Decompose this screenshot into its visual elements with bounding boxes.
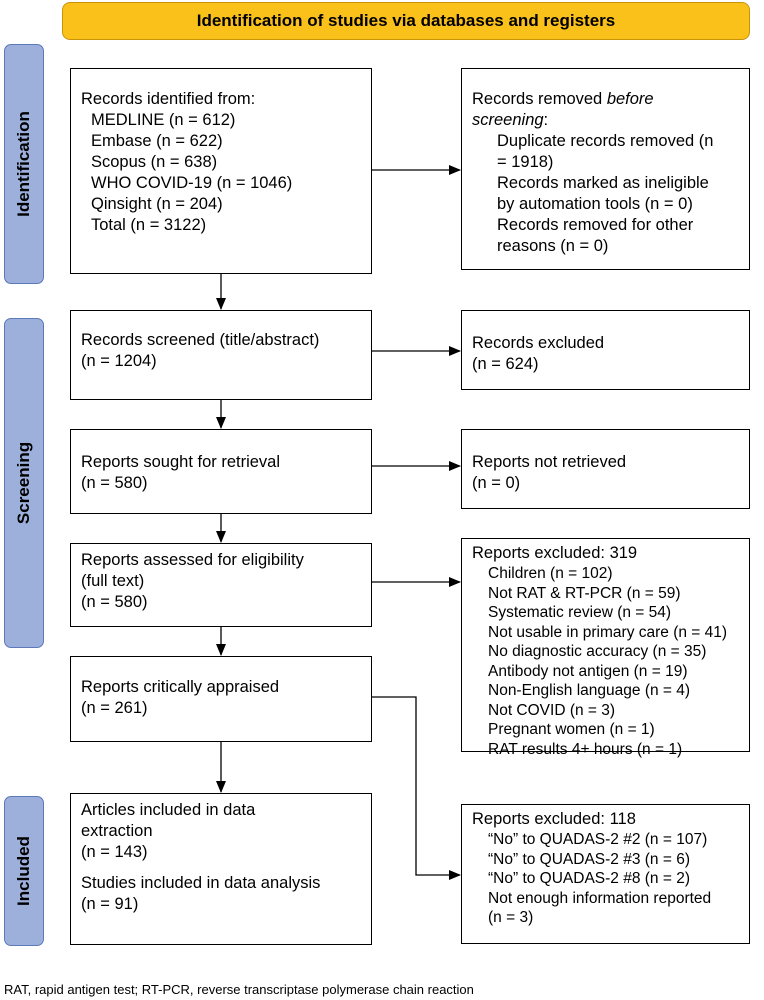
- records-screened-box: Records screened (title/abstract) (n = 1…: [70, 310, 372, 400]
- excluded-not-enough-info: Not enough information reported: [488, 889, 712, 907]
- arrow-appraised-to-excluded-quadas: [371, 696, 461, 880]
- removed-duplicates-cont: = 1918): [497, 153, 554, 171]
- reports-not-retrieved-text: Reports not retrieved: [472, 453, 627, 471]
- excluded-children: Children (n = 102): [488, 565, 613, 582]
- records-excluded-count: (n = 624): [472, 355, 539, 373]
- records-identified-heading: Records identified from:: [81, 90, 256, 108]
- records-excluded-box: Records excluded (n = 624): [461, 310, 750, 390]
- excluded-non-english: Non-English language (n = 4): [488, 682, 691, 699]
- excluded-antibody: Antibody not antigen (n = 19): [488, 662, 688, 680]
- excluded-quadas-8: “No” to QUADAS-2 #8 (n = 2): [488, 870, 690, 887]
- records-removed-box: Records removed before screening: Duplic…: [461, 68, 750, 270]
- reports-appraised-box: Reports critically appraised (n = 261): [70, 656, 372, 742]
- source-who-covid: WHO COVID-19 (n = 1046): [91, 174, 293, 192]
- excluded-quadas-3: “No” to QUADAS-2 #3 (n = 6): [488, 850, 690, 868]
- phase-included: Included: [4, 796, 44, 946]
- excluded-rat-4h: RAT results 4+ hours (n = 1): [488, 740, 683, 758]
- footnote: RAT, rapid antigen test; RT-PCR, reverse…: [4, 982, 474, 997]
- removed-ineligible: Records marked as ineligible: [497, 174, 709, 192]
- excluded-not-usable: Not usable in primary care (n = 41): [488, 623, 728, 641]
- records-screened-text: Records screened (title/abstract): [81, 331, 320, 349]
- studies-included-count: (n = 91): [81, 895, 139, 913]
- articles-included-text: Articles included in data: [81, 801, 256, 819]
- removed-duplicates: Duplicate records removed (n: [497, 132, 714, 150]
- source-medline: MEDLINE (n = 612): [91, 111, 236, 129]
- phase-identification: Identification: [4, 44, 44, 284]
- reports-assessed-subtext: (full text): [81, 572, 145, 590]
- phase-screening: Screening: [4, 318, 44, 648]
- source-scopus: Scopus (n = 638): [91, 153, 218, 171]
- source-qinsight: Qinsight (n = 204): [91, 195, 223, 213]
- records-excluded-text: Records excluded: [472, 334, 605, 352]
- reports-not-retrieved-box: Reports not retrieved (n = 0): [461, 429, 750, 509]
- source-embase: Embase (n = 622): [91, 132, 223, 150]
- studies-included-box: Articles included in data extraction (n …: [70, 793, 372, 945]
- reports-sought-count: (n = 580): [81, 474, 148, 492]
- records-removed-heading-line2: screening:: [472, 111, 549, 129]
- excluded-not-rat: Not RAT & RT-PCR (n = 59): [488, 584, 681, 602]
- removed-other: Records removed for other: [497, 216, 694, 234]
- included-spacer: [81, 863, 363, 873]
- records-removed-heading: Records removed before: [472, 90, 654, 108]
- reports-excluded-eligibility-heading: Reports excluded: 319: [472, 544, 638, 562]
- reports-assessed-count: (n = 580): [81, 593, 148, 611]
- excluded-no-accuracy: No diagnostic accuracy (n = 35): [488, 643, 707, 660]
- reports-assessed-box: Reports assessed for eligibility (full t…: [70, 543, 372, 627]
- reports-sought-text: Reports sought for retrieval: [81, 453, 281, 471]
- reports-appraised-count: (n = 261): [81, 699, 148, 717]
- reports-excluded-quadas-heading: Reports excluded: 118: [472, 810, 636, 828]
- banner-text: Identification of studies via databases …: [196, 11, 616, 30]
- removed-other-cont: reasons (n = 0): [497, 237, 609, 255]
- excluded-not-enough-info-count: (n = 3): [488, 909, 534, 926]
- studies-included-text: Studies included in data analysis: [81, 874, 321, 892]
- excluded-systematic-review: Systematic review (n = 54): [488, 604, 672, 621]
- source-total: Total (n = 3122): [91, 216, 207, 234]
- records-screened-count: (n = 1204): [81, 352, 157, 370]
- removed-ineligible-cont: by automation tools (n = 0): [497, 195, 693, 213]
- articles-included-count: (n = 143): [81, 843, 148, 861]
- reports-appraised-text: Reports critically appraised: [81, 678, 280, 696]
- excluded-pregnant: Pregnant women (n = 1): [488, 721, 655, 738]
- reports-not-retrieved-count: (n = 0): [472, 474, 521, 492]
- excluded-quadas-2: “No” to QUADAS-2 #2 (n = 107): [488, 831, 708, 848]
- reports-sought-box: Reports sought for retrieval (n = 580): [70, 429, 372, 514]
- diagram-title-banner: Identification of studies via databases …: [62, 2, 750, 40]
- reports-assessed-text: Reports assessed for eligibility: [81, 551, 304, 569]
- records-identified-box: Records identified from: MEDLINE (n = 61…: [70, 68, 372, 274]
- reports-excluded-eligibility-box: Reports excluded: 319 Children (n = 102)…: [461, 538, 750, 758]
- excluded-not-covid: Not COVID (n = 3): [488, 701, 616, 719]
- articles-included-text-cont: extraction: [81, 822, 153, 840]
- reports-excluded-quadas-box: Reports excluded: 118 “No” to QUADAS-2 #…: [461, 804, 750, 944]
